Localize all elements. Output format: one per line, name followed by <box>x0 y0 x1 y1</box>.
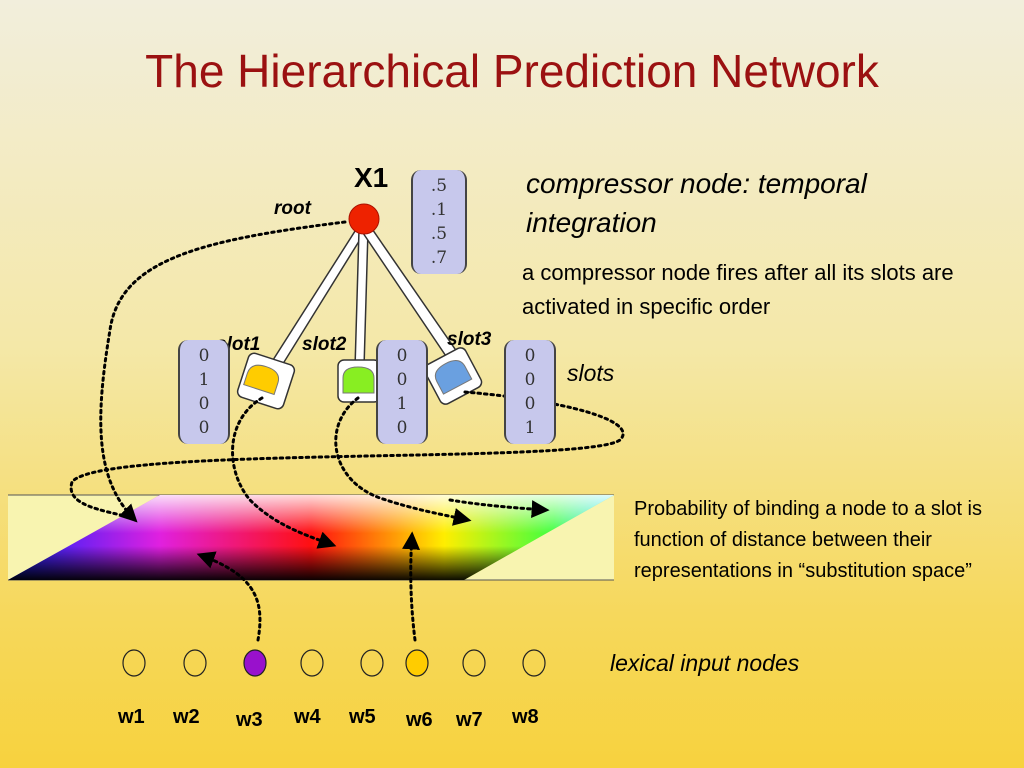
word-label-w2: w2 <box>173 706 200 728</box>
slot1-shape <box>243 364 280 396</box>
slot2-shape <box>342 366 375 394</box>
vector-value: 1 <box>524 418 536 438</box>
vector-value: 0 <box>198 394 210 414</box>
slots-caption: slots <box>567 360 615 386</box>
lexical-node-w8 <box>522 649 546 677</box>
arrow-w3-to-space <box>196 551 262 642</box>
root-node <box>348 203 380 235</box>
root-vector: .5 .1 .5 .7 <box>411 170 467 274</box>
vector-value: 1 <box>396 394 408 414</box>
slot1-holder <box>236 352 296 410</box>
arrow-slot1-to-space <box>231 396 337 549</box>
vector-value: 0 <box>524 370 536 390</box>
lexical-node-w2 <box>183 649 207 677</box>
vector-value: 0 <box>524 394 536 414</box>
root-label: root <box>274 198 311 219</box>
plane-backdrop <box>8 495 614 580</box>
vector-value: 1 <box>198 370 210 390</box>
substitution-space-text: Probability of binding a node to a slot … <box>634 498 982 582</box>
substitution-space-plane <box>8 494 614 581</box>
lexical-node-w6 <box>405 649 429 677</box>
word-label-w1: w1 <box>118 706 145 728</box>
vector-value: 0 <box>396 418 408 438</box>
compressor-heading: compressor node: temporal integration <box>526 168 867 238</box>
slot3-label: slot3 <box>447 329 492 350</box>
connector-slot2 <box>354 229 369 369</box>
lexical-caption: lexical input nodes <box>610 650 800 676</box>
root-vector-value: .7 <box>430 248 448 268</box>
lexical-node-w3 <box>243 649 267 677</box>
compressor-description: a compressor node fires after all its sl… <box>522 260 954 319</box>
word-label-w6: w6 <box>406 709 433 731</box>
spectrum-shading <box>8 495 614 580</box>
vector-left: 0 1 0 0 <box>178 340 230 444</box>
lexical-nodes <box>122 649 546 677</box>
slot3-shape <box>434 360 473 395</box>
arrow-w6-to-space <box>402 531 421 642</box>
lexical-node-w1 <box>122 649 146 677</box>
slot2-node <box>337 359 381 403</box>
slot2-label: slot2 <box>302 334 347 355</box>
slot3-holder <box>423 347 483 405</box>
word-label-w8: w8 <box>512 706 539 728</box>
vector-value: 0 <box>524 346 536 366</box>
page-title: The Hierarchical Prediction Network <box>145 45 879 97</box>
lexical-node-w4 <box>300 649 324 677</box>
root-vector-value: .5 <box>430 176 448 196</box>
vector-middle: 0 0 1 0 <box>376 340 428 444</box>
color-spectrum <box>8 495 614 580</box>
word-label-w5: w5 <box>349 706 376 728</box>
word-label-w7: w7 <box>456 709 483 731</box>
vector-value: 0 <box>198 346 210 366</box>
root-name-label: X1 <box>354 162 389 193</box>
vector-value: 0 <box>198 418 210 438</box>
slot2-holder <box>337 359 381 403</box>
slot3-node <box>423 347 483 405</box>
vector-value: 0 <box>396 370 408 390</box>
word-label-w3: w3 <box>236 709 263 731</box>
vector-right: 0 0 0 1 <box>504 340 556 444</box>
word-label-w4: w4 <box>294 706 321 728</box>
lexical-node-w7 <box>462 649 486 677</box>
vector-value: 0 <box>396 346 408 366</box>
arrow-slot3-to-space <box>448 498 550 519</box>
lexical-node-w5 <box>360 649 384 677</box>
root-vector-value: .1 <box>430 200 448 220</box>
root-vector-value: .5 <box>430 224 448 244</box>
slot1-node <box>236 352 296 410</box>
